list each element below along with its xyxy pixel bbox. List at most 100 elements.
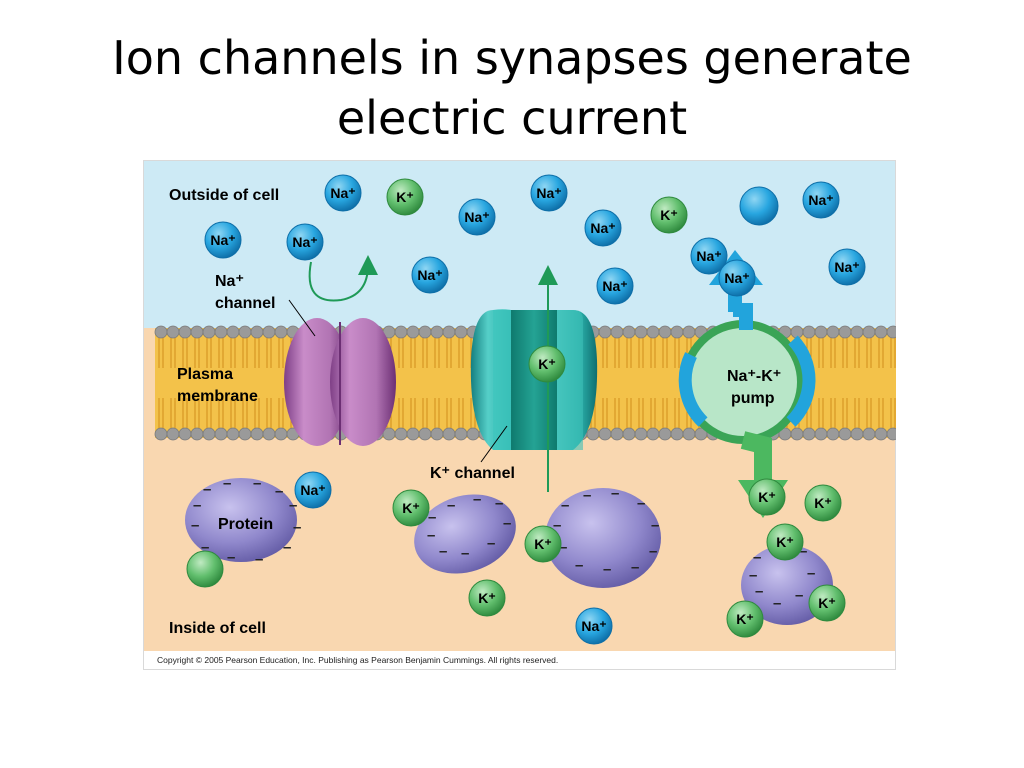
negative-charge: –: [275, 483, 283, 500]
na-channel: [284, 318, 396, 446]
title-line-2: electric current: [336, 91, 688, 145]
ions: Na⁺K⁺Na⁺Na⁺K⁺Na⁺Na⁺Na⁺Na⁺Na⁺Na⁺Na⁺Na⁺Na⁺…: [186, 174, 866, 645]
na-ion: Na⁺: [294, 471, 332, 509]
k-ion-label: K⁺: [534, 536, 552, 552]
lipid-head: [166, 427, 180, 441]
lipid-head: [226, 427, 240, 441]
lipid-head: [442, 325, 456, 339]
copyright-bar: [143, 651, 896, 670]
na-ion: Na⁺: [575, 607, 613, 645]
k-ion-label: K⁺: [758, 489, 776, 505]
negative-charge: –: [289, 497, 297, 514]
lipid-head: [238, 325, 252, 339]
lipid-head: [838, 325, 852, 339]
k-ion-label: K⁺: [814, 495, 832, 511]
k-ion: K⁺: [524, 525, 562, 563]
lipid-head: [610, 427, 624, 441]
na-ion-label: Na⁺: [602, 278, 627, 294]
negative-charge: –: [428, 509, 436, 526]
lipid-head: [262, 427, 276, 441]
lipid-head: [178, 325, 192, 339]
negative-charge: –: [439, 543, 447, 560]
k-ion: K⁺: [766, 523, 804, 561]
k-ion: K⁺: [468, 579, 506, 617]
lipid-head: [874, 325, 888, 339]
plasma-membrane-label-line2: membrane: [177, 388, 258, 405]
k-ion: K⁺: [392, 489, 430, 527]
negative-charge: –: [255, 551, 263, 568]
negative-charge: –: [649, 543, 657, 560]
na-ion-label: Na⁺: [834, 259, 859, 275]
lipid-head: [250, 427, 264, 441]
negative-charge: –: [227, 549, 235, 566]
diagram-canvas: ––––––––––––––––––––––––––––––––––––––––…: [143, 160, 896, 670]
lipid-head: [598, 325, 612, 339]
negative-charge: –: [503, 515, 511, 532]
lipid-head: [622, 427, 636, 441]
copyright-text: Copyright © 2005 Pearson Education, Inc.…: [157, 655, 558, 665]
negative-charge: –: [201, 539, 209, 556]
na-ion: Na⁺: [584, 209, 622, 247]
negative-charge: –: [651, 517, 659, 534]
na-ion: Na⁺: [718, 259, 756, 297]
negative-charge: –: [631, 559, 639, 576]
negative-charge: –: [611, 485, 619, 502]
protein-3: [545, 488, 661, 588]
negative-charge: –: [193, 497, 201, 514]
lipid-head: [646, 325, 660, 339]
lipid-head: [862, 325, 876, 339]
lipid-head: [430, 427, 444, 441]
lipid-head: [670, 325, 684, 339]
negative-charge: –: [773, 595, 781, 612]
lipid-head: [610, 325, 624, 339]
k-ion: K⁺: [528, 345, 566, 383]
lipid-head: [634, 325, 648, 339]
k-ion-label: K⁺: [396, 189, 414, 205]
negative-charge: –: [753, 549, 761, 566]
k-channel: [470, 309, 598, 450]
pump-label-line2: pump: [731, 390, 775, 407]
na-ion-label: Na⁺: [300, 482, 325, 498]
k-ion-label: K⁺: [818, 595, 836, 611]
outside-of-cell-label: Outside of cell: [169, 187, 279, 204]
lipid-head: [262, 325, 276, 339]
extracellular-region: [143, 160, 896, 328]
lipid-head: [658, 427, 672, 441]
negative-charge: –: [637, 495, 645, 512]
negative-charge: –: [561, 497, 569, 514]
negative-charge: –: [191, 517, 199, 534]
lipid-head: [250, 325, 264, 339]
lipid-head: [214, 325, 228, 339]
lipid-head: [394, 427, 408, 441]
lipid-head: [430, 325, 444, 339]
negative-charge: –: [461, 545, 469, 562]
na-ion-label: Na⁺: [210, 232, 235, 248]
lipid-head: [658, 325, 672, 339]
negative-charge: –: [203, 481, 211, 498]
lipid-head: [802, 325, 816, 339]
lipid-head: [814, 427, 828, 441]
negative-charge: –: [283, 539, 291, 556]
na-channel-arrow: [308, 255, 378, 302]
k-ion: K⁺: [386, 178, 424, 216]
na-channel-label-line2: channel: [215, 295, 275, 312]
na-ion-label: Na⁺: [581, 618, 606, 634]
lipid-head: [862, 427, 876, 441]
negative-charge: –: [473, 491, 481, 508]
lipid-head: [202, 325, 216, 339]
pump-label-line1: Na⁺-K⁺: [727, 368, 781, 385]
k-channel-leader: [480, 425, 508, 463]
lipid-head: [190, 325, 204, 339]
negative-charge: –: [755, 583, 763, 600]
lipid-head: [418, 427, 432, 441]
lipid-head: [874, 427, 888, 441]
k-ion-label: K⁺: [538, 356, 556, 372]
lipid-head: [622, 325, 636, 339]
ion-channel-diagram: ––––––––––––––––––––––––––––––––––––––––…: [143, 160, 896, 670]
k-ion: K⁺: [748, 478, 786, 516]
lipid-head: [214, 427, 228, 441]
lipid-head: [454, 427, 468, 441]
protein-2: [414, 494, 516, 574]
na-channel-leader: [288, 299, 316, 337]
na-ion-label: Na⁺: [330, 185, 355, 201]
